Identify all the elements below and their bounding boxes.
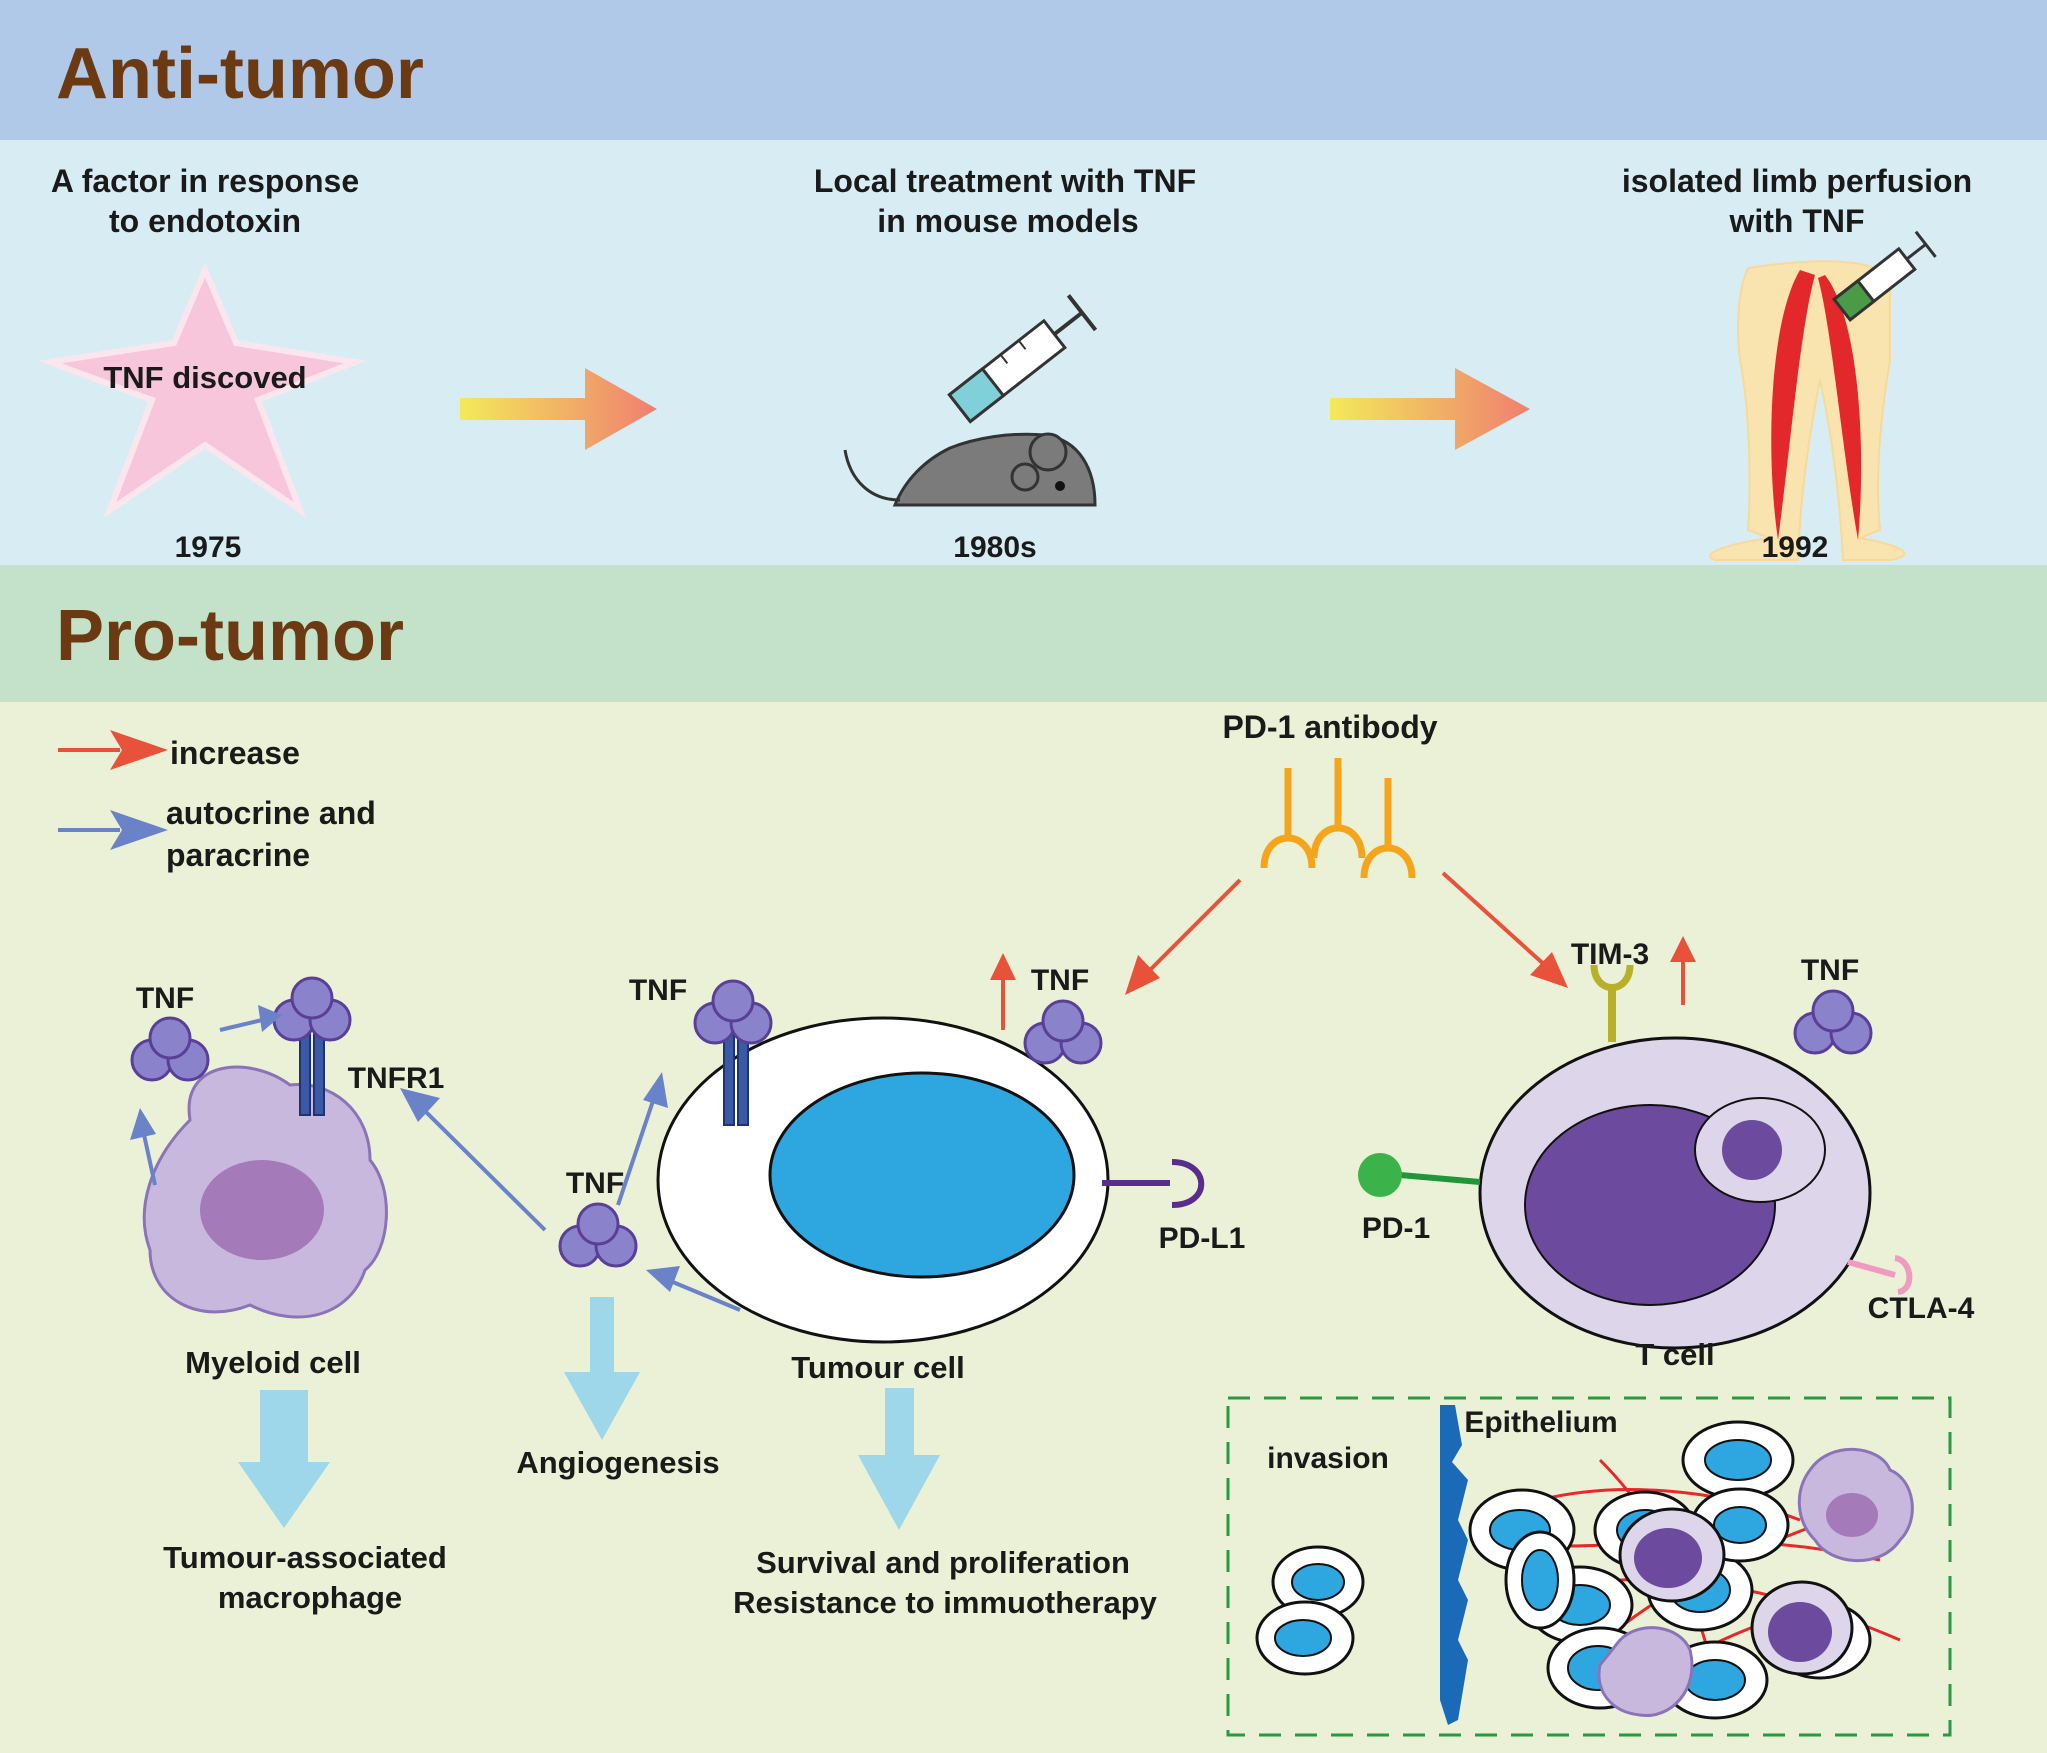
timeline-arrow-2 [1330,368,1530,450]
blue-arrow-tnf-to-myeloid [400,1088,547,1232]
event-1992-caption-line1: isolated limb perfusion [1622,163,1972,199]
legend-increase-label: increase [170,735,300,771]
limb-icon [1709,260,1906,561]
angiogenesis-label: Angiogenesis [516,1445,719,1480]
red-increase-arrow-tumour [990,953,1016,1030]
pdl1-ligand [1102,1159,1205,1208]
legend-increase [58,730,168,770]
red-arrow-to-tumour [1125,878,1242,995]
year-1980s: 1980s [953,531,1036,564]
discovery-star [38,262,367,518]
outcome-label-line1: Survival and proliferation [756,1545,1130,1580]
tam-label-line2: macrophage [218,1580,402,1615]
anti-tumor-header-band [0,0,2047,140]
blue-arrow-tumour-to-tnf [646,1266,741,1312]
event-1992-caption-line2: with TNF [1728,203,1864,239]
pro-tumor-header-band [0,565,2047,702]
tnf-label-tumour-increase: TNF [1031,964,1089,997]
tnf-label-tumour: TNF [629,974,687,1007]
tnf-label-tcell: TNF [1801,954,1859,987]
year-1992: 1992 [1762,531,1829,564]
pd1-label: PD-1 [1362,1212,1430,1245]
tim3-receptor [1590,964,1634,1042]
tumour-nucleus [768,1071,1076,1279]
tumour-cell-label: Tumour cell [791,1350,964,1385]
tnf-discovered-badge: TNF discoved [103,360,306,395]
year-1975: 1975 [175,531,242,564]
outcome-label-line2: Resistance to immuotherapy [733,1585,1158,1620]
event-1975-caption-line1: A factor in response [51,163,359,199]
blue-arrow-myeloid-up [130,1108,157,1186]
event-1980s-caption-line2: in mouse models [877,203,1138,239]
red-arrow-to-tcell [1441,871,1568,988]
t-cell-vesicle-core [1722,1120,1782,1180]
red-increase-arrow-tim3 [1670,936,1696,1005]
mouse-icon [843,432,1097,507]
tnfr1-label: TNFR1 [348,1062,445,1095]
down-arrow-angiogenesis [564,1297,640,1440]
epithelium-wall [1440,1405,1468,1725]
down-arrow-tam [238,1390,330,1528]
legend-autocrine-label-line1: autocrine and [166,795,376,831]
pdl1-label: PD-L1 [1159,1222,1246,1255]
event-1980s-caption-line1: Local treatment with TNF [814,163,1196,199]
legend-autocrine-label-line2: paracrine [166,837,310,873]
anti-tumor-title: Anti-tumor [56,34,424,114]
ctla4-label: CTLA-4 [1868,1292,1975,1325]
tim3-label: TIM-3 [1571,938,1649,971]
pd1-antibody-label: PD-1 antibody [1222,709,1437,745]
t-cell-label: T cell [1635,1337,1714,1372]
tam-label-line1: Tumour-associated [163,1540,447,1575]
blue-arrow-tnf-to-tumour-receptor [616,1072,668,1206]
blue-arrow-tnf-to-receptor [219,1005,282,1032]
invasion-inset-frame [1226,1396,1952,1737]
epithelium-label: Epithelium [1464,1406,1617,1439]
tumour-receptor-right [737,1034,749,1126]
syringe-icon [947,294,1098,424]
myeloid-nucleus [200,1160,324,1260]
limb-syringe-icon [1832,230,1937,322]
tumour-receptor-left [723,1034,735,1126]
pro-tumor-title: Pro-tumor [56,596,404,676]
tnf-label-middle: TNF [566,1167,624,1200]
timeline-arrow-1 [460,368,657,450]
tumour-mass [1468,1420,1914,1720]
invading-cell-2 [1255,1600,1355,1676]
tnf-label-myeloid: TNF [136,982,194,1015]
pd1-receptor [1358,1153,1481,1197]
myeloid-cell-label: Myeloid cell [185,1345,361,1380]
event-1975-caption-line2: to endotoxin [109,203,301,239]
ctla4-receptor [1847,1255,1913,1295]
invasion-label: invasion [1267,1442,1389,1475]
legend-autocrine [58,810,168,850]
down-arrow-survival [858,1388,940,1530]
